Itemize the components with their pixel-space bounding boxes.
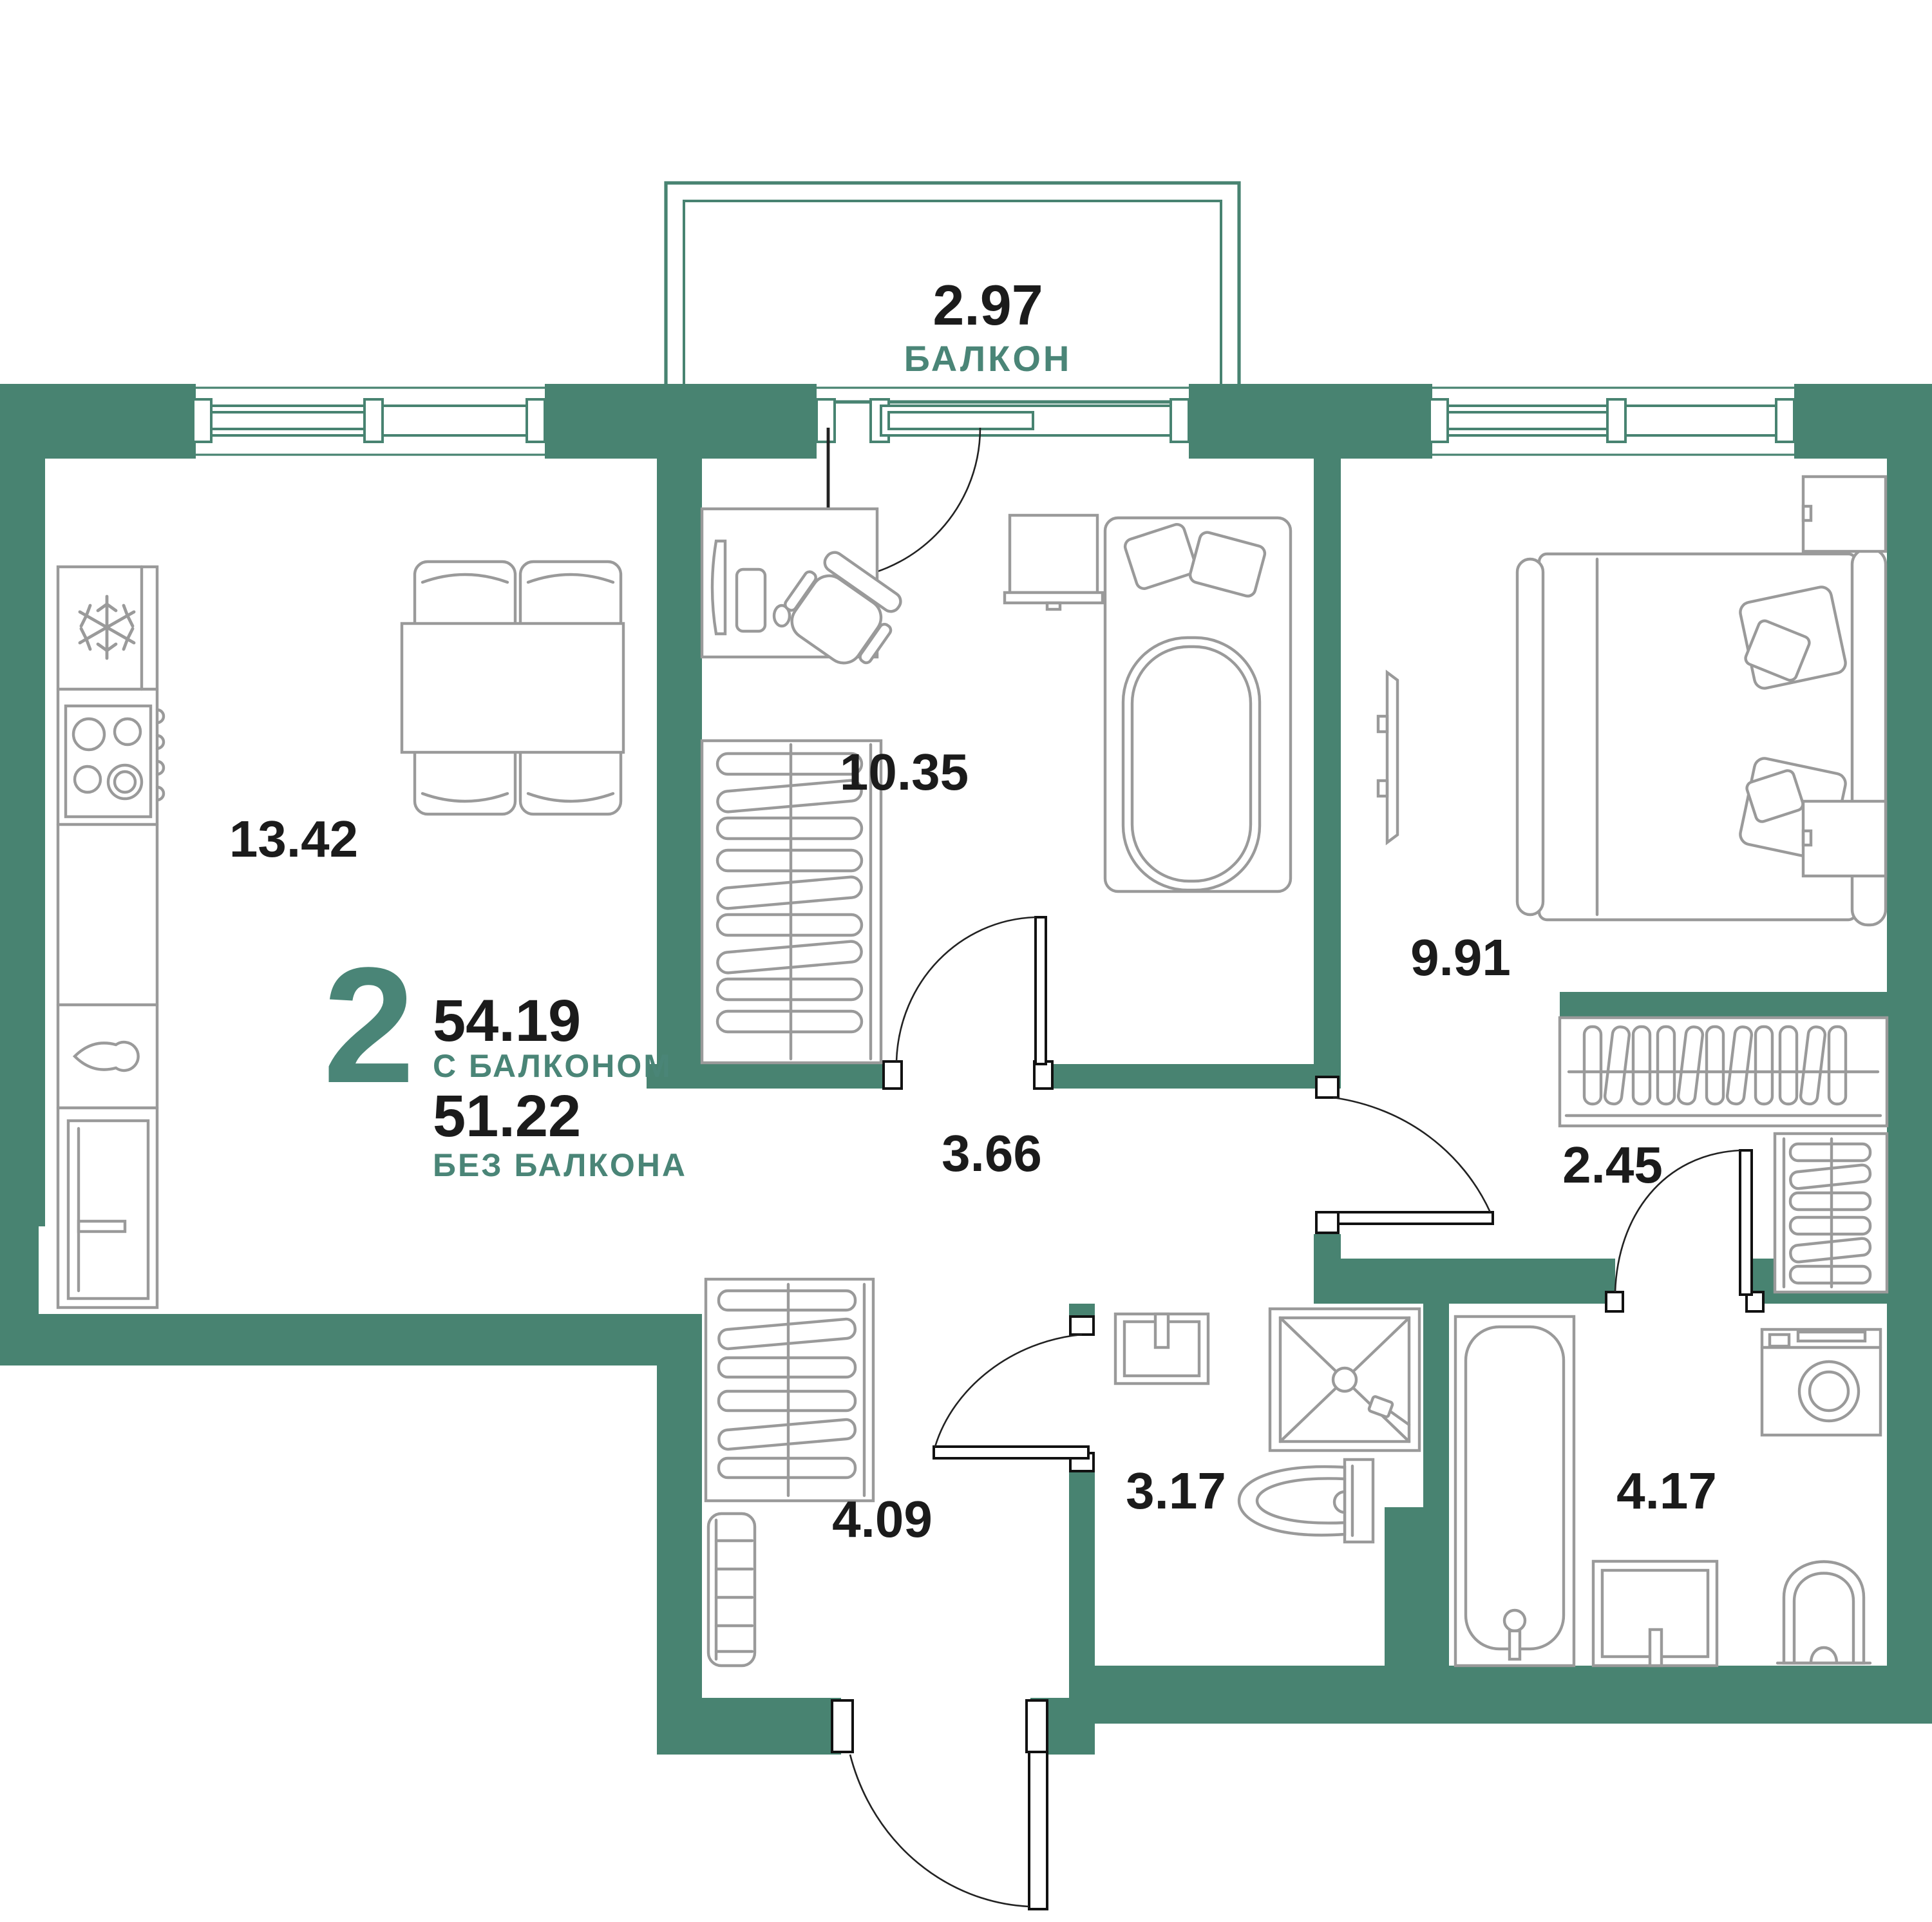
kitchen-cabinet-icon — [66, 1119, 150, 1300]
dining-table-icon — [400, 622, 625, 754]
shower-icon — [1268, 1307, 1421, 1452]
bathroom-furniture — [1454, 1315, 1882, 1668]
kitchen-window-icon — [192, 386, 546, 456]
shower-room-furniture — [1113, 1307, 1421, 1544]
bedroom-window-icon — [1428, 386, 1795, 456]
with-balcony-caption: С БАЛКОНОМ — [433, 1048, 672, 1084]
room-label-wardrobe-hall: 2.45 — [1562, 1136, 1663, 1194]
office-chair-icon — [784, 551, 902, 665]
entrance-door-icon — [831, 1699, 1048, 1910]
single-bed-icon — [1103, 516, 1293, 893]
wardrobe-icon — [700, 739, 883, 1065]
room-label-shower-room: 3.17 — [1126, 1462, 1226, 1519]
kitchen-sink-icon — [72, 1040, 140, 1072]
wall-tv-icon — [1376, 669, 1399, 846]
balcony-door-window-icon — [815, 386, 1190, 581]
washing-machine-icon — [1760, 1327, 1882, 1437]
shoe-bench-icon — [706, 1512, 757, 1668]
room-label-bathroom: 4.17 — [1616, 1462, 1717, 1519]
washbasin-icon — [1113, 1312, 1210, 1385]
living-room-door-icon — [882, 916, 1054, 1090]
bedroom-furniture — [1376, 475, 1888, 927]
bedroom-door-icon — [1315, 1076, 1494, 1234]
tv-stand-icon — [1003, 513, 1104, 611]
summary-block: 2 54.19 С БАЛКОНОМ 51.22 БЕЗ БАЛКОНА — [323, 933, 687, 1183]
wardrobe-hall-furniture — [1558, 1016, 1889, 1294]
kitchen-counter — [56, 565, 159, 1309]
room-label-bedroom: 9.91 — [1410, 929, 1511, 986]
dining-chairs — [413, 560, 623, 816]
shower-room-door-icon — [933, 1315, 1095, 1472]
wardrobe-side-icon — [1773, 1132, 1889, 1294]
doors — [831, 916, 1765, 1910]
stove-icon — [64, 704, 166, 819]
room-label-entry-hall: 4.09 — [832, 1490, 933, 1548]
walls — [0, 384, 1932, 1755]
area-with-balcony: 54.19 — [433, 988, 581, 1054]
hall-wardrobe-icon — [704, 1277, 875, 1503]
living-room-furniture — [700, 507, 1293, 1065]
room-label-living: 10.35 — [840, 743, 969, 801]
wardrobe-top-icon — [1558, 1016, 1889, 1128]
bathroom-door-icon — [1605, 1149, 1765, 1313]
room-label-kitchen: 13.42 — [229, 810, 358, 868]
without-balcony-caption: БЕЗ БАЛКОНА — [433, 1147, 687, 1183]
kitchen-furniture — [56, 560, 625, 1309]
room-label-hall: 3.66 — [942, 1125, 1042, 1182]
entry-hall-furniture — [704, 1277, 875, 1668]
vanity-sink-icon — [1591, 1559, 1719, 1668]
fridge-icon — [78, 565, 144, 691]
balcony-area-label: 2.97 — [933, 273, 1043, 337]
bathtub-icon — [1454, 1315, 1576, 1668]
area-without-balcony: 51.22 — [433, 1083, 581, 1149]
nightstand-icon — [1801, 799, 1888, 878]
labels: 2.97 БАЛКОН 13.42 10.35 9.91 3.66 2.45 4… — [229, 273, 1717, 1548]
nightstand-icon — [1801, 475, 1888, 553]
windows — [192, 386, 1795, 581]
rooms-count: 2 — [323, 933, 415, 1118]
balcony-outline — [664, 181, 1241, 404]
toilet-icon — [1776, 1560, 1872, 1665]
balcony-name-label: БАЛКОН — [904, 338, 1072, 379]
toilet-icon — [1237, 1458, 1375, 1544]
